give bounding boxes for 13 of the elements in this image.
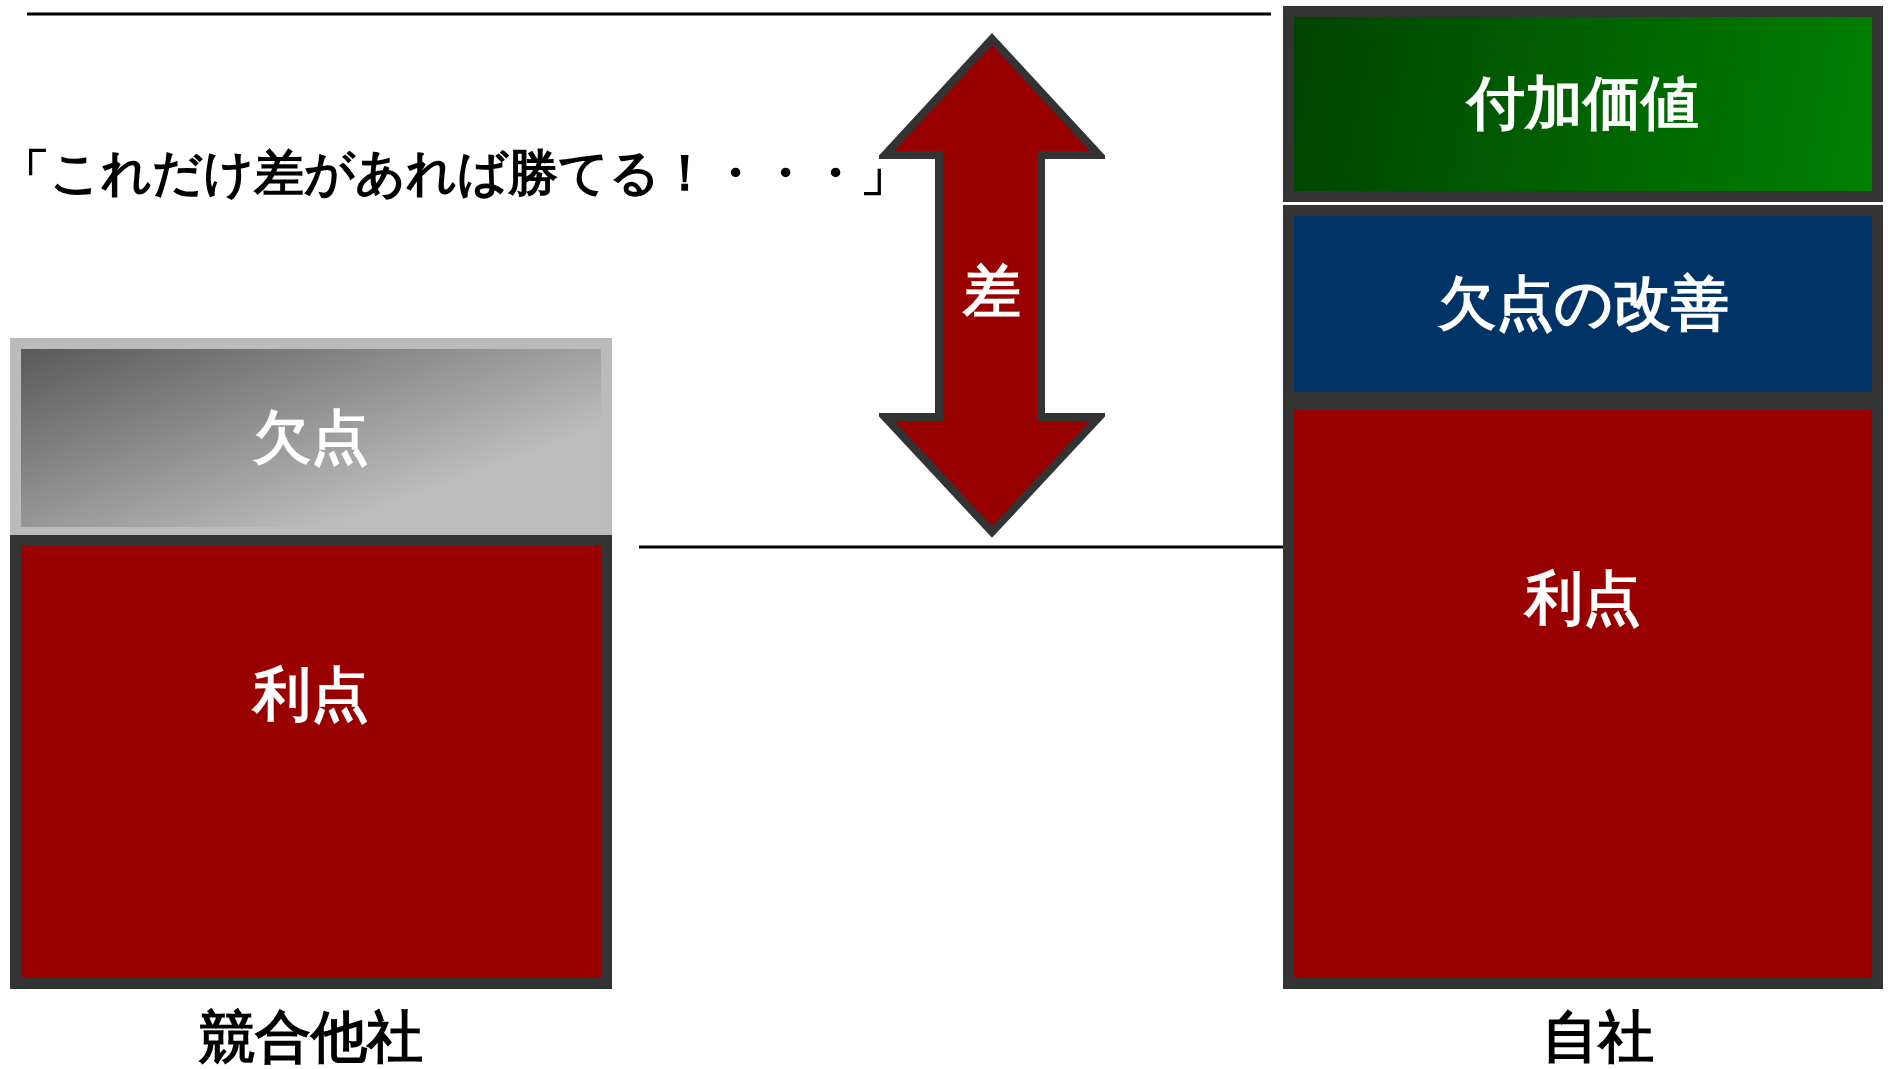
bar-label: 利点: [253, 659, 369, 730]
quote-text: 「これだけ差があれば勝てる！・・・」: [0, 143, 911, 204]
column-label: 自社: [1541, 1003, 1655, 1069]
bar-label: 欠点の改善: [1437, 268, 1729, 339]
double-arrow: [879, 33, 1105, 538]
bar-label: 付加価値: [1467, 68, 1699, 139]
bar-segment: [10, 535, 612, 989]
bar-label: 利点: [1525, 563, 1641, 634]
bar-segment: [10, 338, 612, 538]
column-label: 競合他社: [197, 1003, 424, 1069]
bar-segment: [1283, 6, 1883, 202]
bar-label: 欠点: [253, 402, 369, 473]
arrow-label: 差: [961, 256, 1022, 327]
